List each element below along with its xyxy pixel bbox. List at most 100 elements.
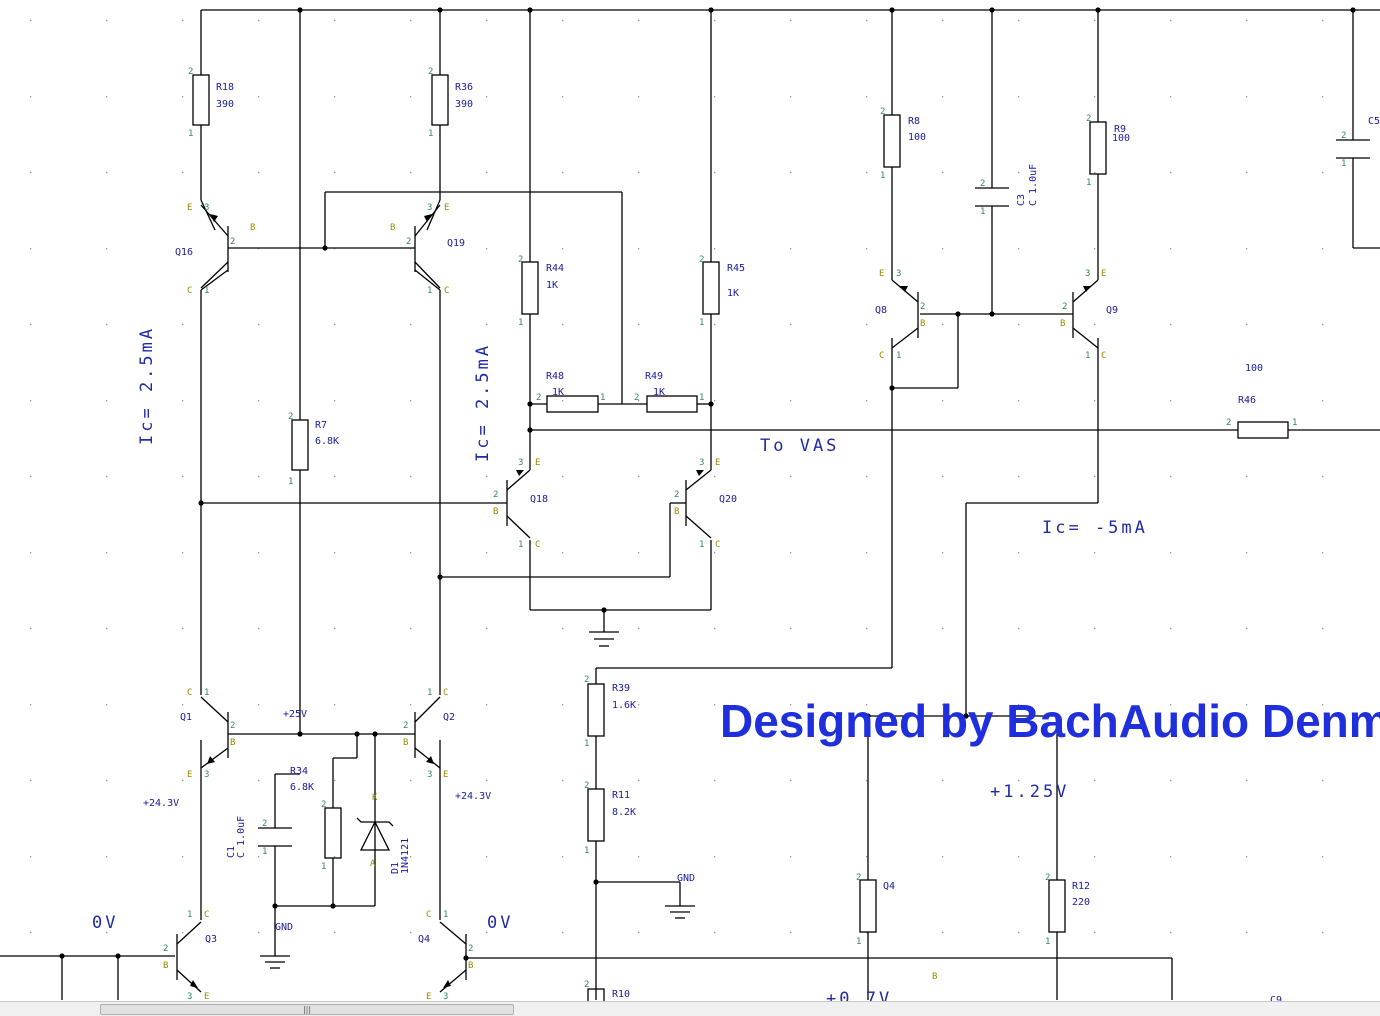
resistor-r44[interactable]: 21 R44 1K (518, 255, 564, 328)
svg-text:2: 2 (856, 873, 861, 883)
resistor-r45[interactable]: 21 R45 1K (699, 255, 745, 328)
q19-ref: Q19 (447, 238, 465, 249)
svg-text:B: B (468, 961, 473, 971)
svg-text:E: E (426, 992, 431, 1002)
svg-text:1: 1 (600, 393, 605, 403)
resistor-r9[interactable]: 21 R9 100 (1086, 114, 1130, 188)
c9-label: C9 (1270, 995, 1282, 1006)
resistor-r11[interactable]: 21 R11 8.2K (584, 781, 636, 856)
svg-text:2: 2 (1045, 873, 1050, 883)
ground-symbol-vas (589, 631, 619, 647)
resistor-r18[interactable]: 21 R18 390 (188, 67, 234, 139)
ic-left-annotation: Ic= 2.5mA (137, 326, 157, 445)
svg-text:3: 3 (187, 992, 192, 1002)
svg-text:3: 3 (427, 203, 432, 213)
resistor-r36[interactable]: 21 R36 390 (428, 67, 473, 139)
svg-text:1: 1 (896, 351, 901, 361)
brand-watermark: Designed by BachAudio Denm (720, 695, 1380, 747)
svg-text:E: E (879, 269, 884, 279)
svg-text:C: C (535, 540, 540, 550)
q3-ref: Q3 (205, 934, 217, 945)
svg-text:1: 1 (980, 207, 985, 217)
resistor-r13[interactable]: 21 R12 220 (1045, 873, 1090, 947)
svg-text:B: B (493, 507, 498, 517)
svg-text:B: B (163, 961, 168, 971)
svg-text:1: 1 (288, 477, 293, 487)
q9-ref: Q9 (1106, 305, 1118, 316)
resistor-r12[interactable]: 21 Q4 (856, 873, 895, 947)
transistor-q4[interactable]: C1 2B E3 Q3 Q4 Q4 (418, 910, 473, 1002)
svg-text:2: 2 (1086, 114, 1091, 124)
svg-text:2: 2 (1341, 131, 1346, 141)
zener-diode-d1[interactable]: K A D1 1N4121 (356, 793, 411, 874)
c1-ref: C1 (226, 846, 237, 858)
capacitor-c5[interactable]: 21 C5 (1336, 116, 1380, 169)
svg-text:3: 3 (699, 458, 704, 468)
svg-text:2: 2 (536, 393, 541, 403)
resistor-r8[interactable]: 21 R8 100 (880, 107, 926, 181)
d1-value: 1N4121 (400, 838, 411, 874)
scrollbar-thumb[interactable]: ||| (100, 1004, 514, 1015)
svg-text:E: E (187, 203, 192, 213)
svg-text:2: 2 (699, 255, 704, 265)
r39-ref: R39 (612, 683, 630, 694)
gnd-label-r11: GND (677, 873, 695, 884)
svg-text:1: 1 (188, 129, 193, 139)
svg-text:2: 2 (584, 781, 589, 791)
r11-value: 8.2K (612, 807, 636, 818)
q18-ref: Q18 (530, 494, 548, 505)
svg-text:1: 1 (584, 846, 589, 856)
svg-text:3: 3 (896, 269, 901, 279)
ic-right-annotation: Ic= -5mA (1042, 518, 1148, 538)
d1-ref: D1 (390, 862, 401, 874)
svg-text:1: 1 (699, 318, 704, 328)
svg-text:B: B (390, 223, 395, 233)
c3-ref: C3 (1016, 194, 1027, 206)
c3-value: C 1.0uF (1028, 164, 1039, 206)
v243-left-label: +24.3V (143, 798, 179, 809)
r36-value: 390 (455, 99, 473, 110)
svg-text:1: 1 (321, 862, 326, 872)
svg-text:2: 2 (288, 412, 293, 422)
svg-text:1: 1 (204, 688, 209, 698)
svg-text:C: C (1101, 351, 1106, 361)
q16-ref: Q16 (175, 247, 193, 258)
r7-value: 6.8K (315, 436, 339, 447)
resistor-r34[interactable]: 21 R34 6.8K (290, 766, 342, 872)
resistor-r39[interactable]: 21 R39 1.6K (584, 675, 636, 749)
svg-text:1: 1 (699, 540, 704, 550)
r18-value: 390 (216, 99, 234, 110)
svg-text:C: C (443, 688, 448, 698)
svg-text:1: 1 (1085, 351, 1090, 361)
svg-text:2: 2 (230, 721, 235, 731)
svg-text:2: 2 (518, 255, 523, 265)
svg-text:K: K (372, 793, 378, 803)
resistor-r7[interactable]: 21 R7 6.8K (288, 412, 339, 487)
r45-value: 1K (727, 288, 739, 299)
to-vas-label: To VAS (760, 436, 839, 456)
horizontal-scrollbar[interactable]: ||| (0, 1001, 1380, 1016)
v243-right-label: +24.3V (455, 791, 491, 802)
capacitor-c1[interactable]: 21 C1 C 1.0uF (226, 816, 292, 858)
svg-text:2: 2 (406, 237, 411, 247)
svg-text:2: 2 (980, 179, 985, 189)
r34-value: 6.8K (290, 782, 314, 793)
zero-volt-right-label: 0V (487, 913, 513, 933)
svg-text:3: 3 (1085, 269, 1090, 279)
capacitor-c3[interactable]: 2 1 C3 C 1.0uF (975, 164, 1039, 217)
svg-text:1: 1 (262, 847, 267, 857)
